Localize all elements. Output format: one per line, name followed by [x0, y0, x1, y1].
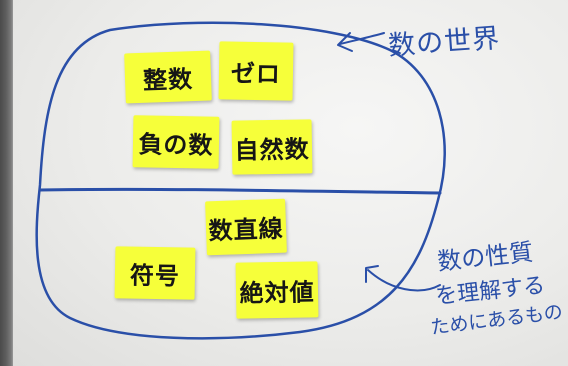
sticky-note-natural-number: 自然数	[231, 119, 313, 175]
sticky-note-number-line: 数直線	[205, 198, 287, 256]
sticky-note-zero: ゼロ	[218, 41, 294, 101]
divider-line	[38, 187, 442, 195]
sticky-note-sign: 符号	[114, 246, 196, 300]
whiteboard-frame-edge	[0, 0, 13, 366]
title-arrowhead	[337, 32, 353, 52]
sticky-note-absolute-value: 絶対値	[235, 261, 319, 319]
oval-outline	[35, 21, 446, 340]
sticky-note-negative-number: 負の数	[132, 115, 220, 169]
title-arrow	[339, 32, 385, 45]
annotation-arrow	[367, 269, 441, 292]
sticky-note-integer: 整数	[124, 50, 212, 104]
annotation-arrowhead	[365, 265, 379, 283]
title-handwriting: 数の世界	[387, 23, 502, 62]
